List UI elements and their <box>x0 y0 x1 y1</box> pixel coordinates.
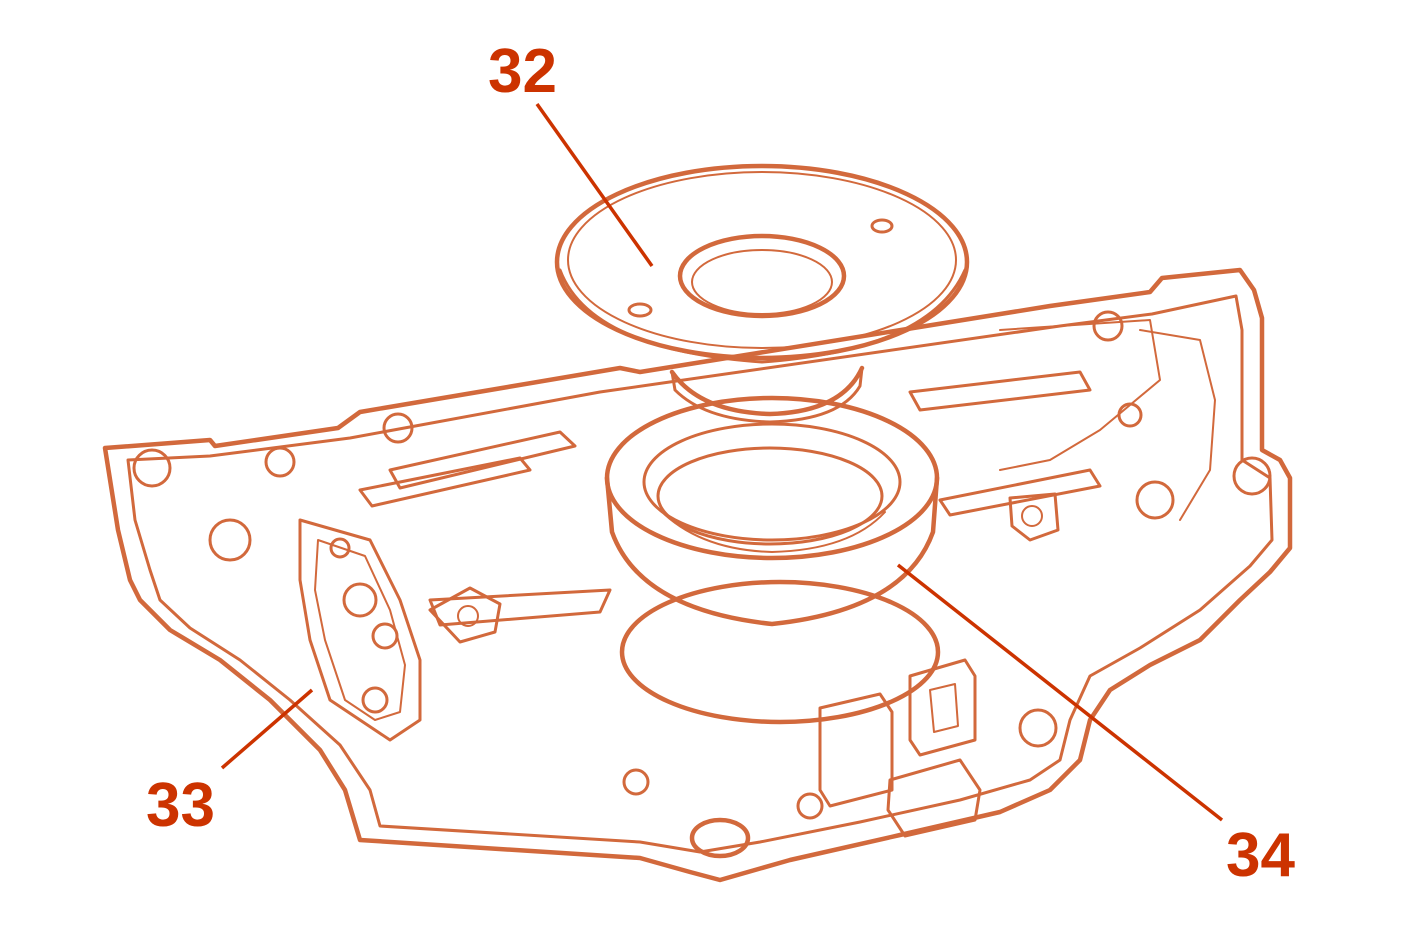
callout-label-33: 33 <box>146 771 215 840</box>
callout-label-32: 32 <box>488 37 557 106</box>
callout-label-34: 34 <box>1226 821 1295 890</box>
part-34-oil-seal <box>604 395 940 627</box>
leader-34 <box>896 563 1224 822</box>
leader-33 <box>220 688 314 770</box>
leader-32 <box>535 102 654 268</box>
part-32-cover-plate <box>554 163 970 424</box>
part-33-backplate-housing <box>102 267 1293 883</box>
